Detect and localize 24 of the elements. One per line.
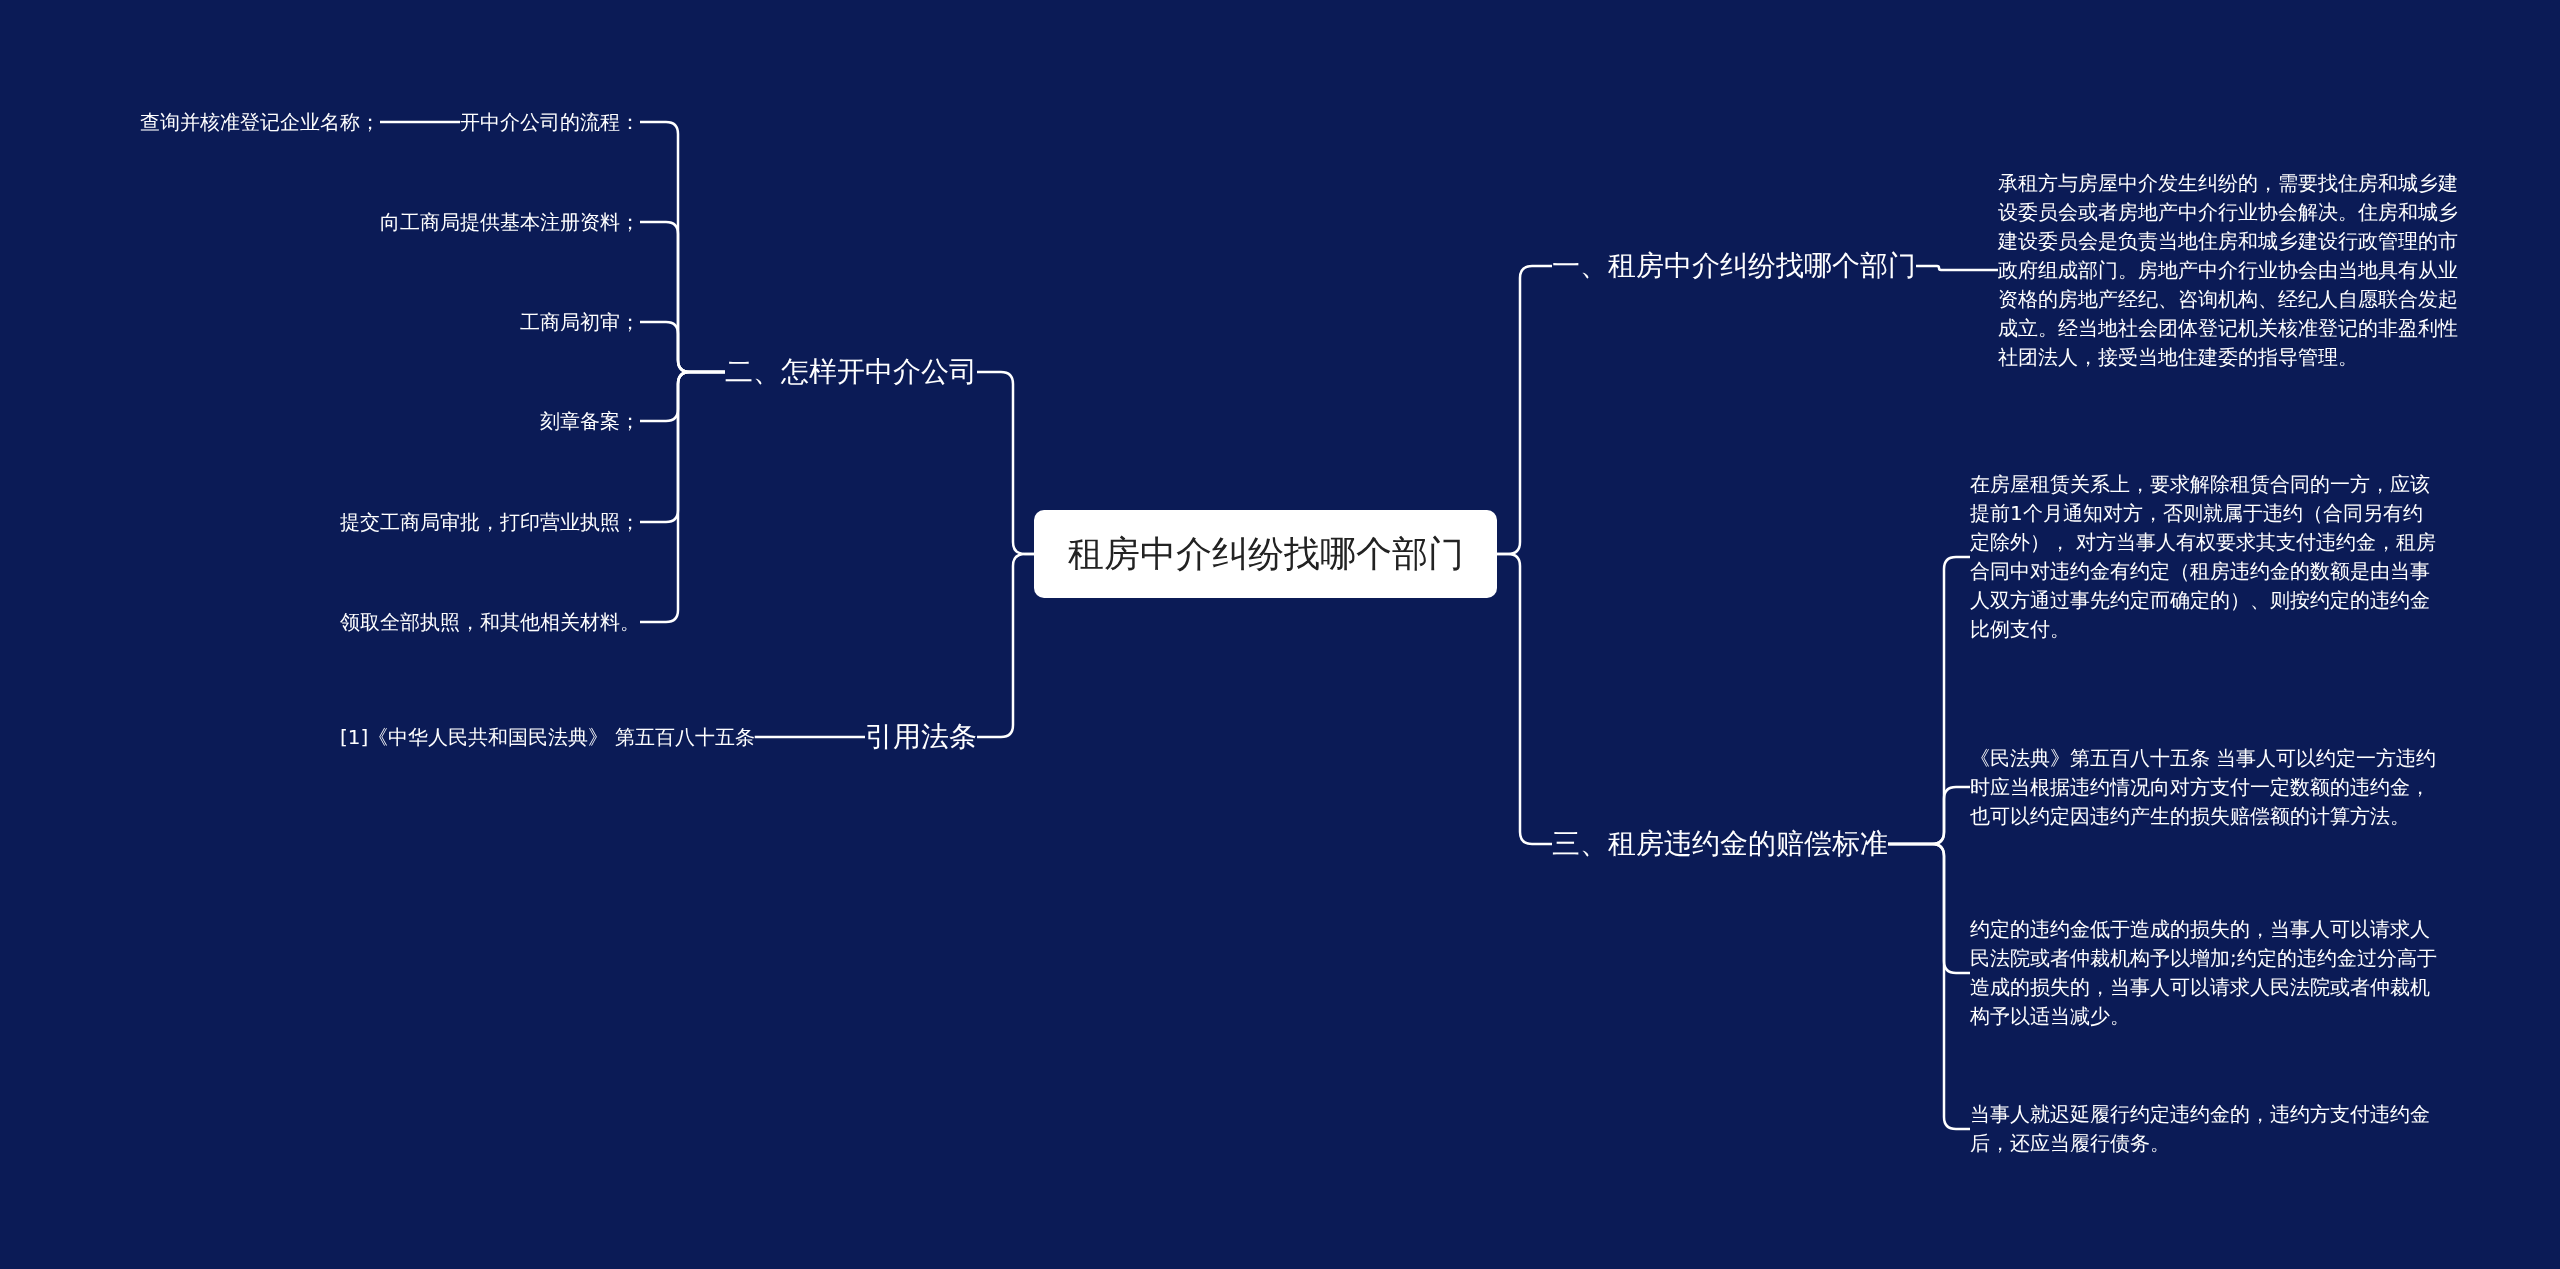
branch-topic: 引用法条 (865, 718, 977, 756)
subtopic-text: 向工商局提供基本注册资料； (380, 209, 640, 235)
connector-line (977, 552, 1034, 739)
note-paragraph: 约定的违约金低于造成的损失的，当事人可以请求人民法院或者仲裁机构予以增加;约定的违约金过分高于造成的损失的，当事人可以请求人民法院或者仲裁机构予以适当减少。 (1970, 915, 2440, 1031)
note-paragraph: [1]《中华人民共和国民法典》 第五百八十五条 (340, 722, 755, 752)
note-paragraph: 承租方与房屋中介发生纠纷的，需要找住房和城乡建设委员会或者房地产中介行业协会解决。住房和城乡建设委员会是负责当地住房和城乡建设行政管理的市政府组成部门。房地产中介行业协会由当地具有从业资格的房地产经纪、咨询机构、经纪人自愿联合发起成立。经当地社会团体登记机关核准登记的非盈利性社团法人，接受当地住建委的指导管理。 (1998, 168, 2468, 372)
branch-topic: 一、租房中介纠纷找哪个部门 (1552, 247, 1916, 285)
subtopic-text: 开中介公司的流程： (460, 109, 640, 135)
note-paragraph: 在房屋租赁关系上，要求解除租赁合同的一方，应该提前1个月通知对方，否则就属于违约（合同另有约定除外）， 对方当事人有权要求其支付违约金，租房合同中对违约金有约定（租房违约金的数额是由当事人双方通过事先约定而确定的）、则按约定的违约金比例支付。 (1970, 470, 2440, 644)
subtopic-text: 领取全部执照，和其他相关材料。 (340, 609, 640, 635)
branch-topic: 二、怎样开中介公司 (725, 353, 977, 391)
subtopic-text: 查询并核准登记企业名称； (140, 109, 380, 135)
connector-line (380, 120, 460, 124)
subtopic-text: 刻章备案； (540, 408, 640, 434)
branch-topic: 三、租房违约金的赔偿标准 (1552, 825, 1888, 863)
subtopic-text: 工商局初审； (520, 309, 640, 335)
connector-line (754, 735, 865, 739)
note-paragraph: 当事人就迟延履行约定违约金的，违约方支付违约金后，还应当履行债务。 (1970, 1100, 2440, 1158)
connector-line (640, 370, 725, 624)
connector-line (1916, 264, 1998, 272)
central-topic-box (1034, 510, 1497, 598)
note-paragraph: 《民法典》第五百八十五条 当事人可以约定一方违约时应当根据违约情况向对方支付一定数额的违约金，也可以约定因违约产生的损失赔偿额的计算方法。 (1970, 743, 2440, 831)
subtopic-text: 提交工商局审批，打印营业执照； (340, 509, 640, 535)
topic-text: 租房中介纠纷找哪个部门 (1067, 532, 1464, 576)
